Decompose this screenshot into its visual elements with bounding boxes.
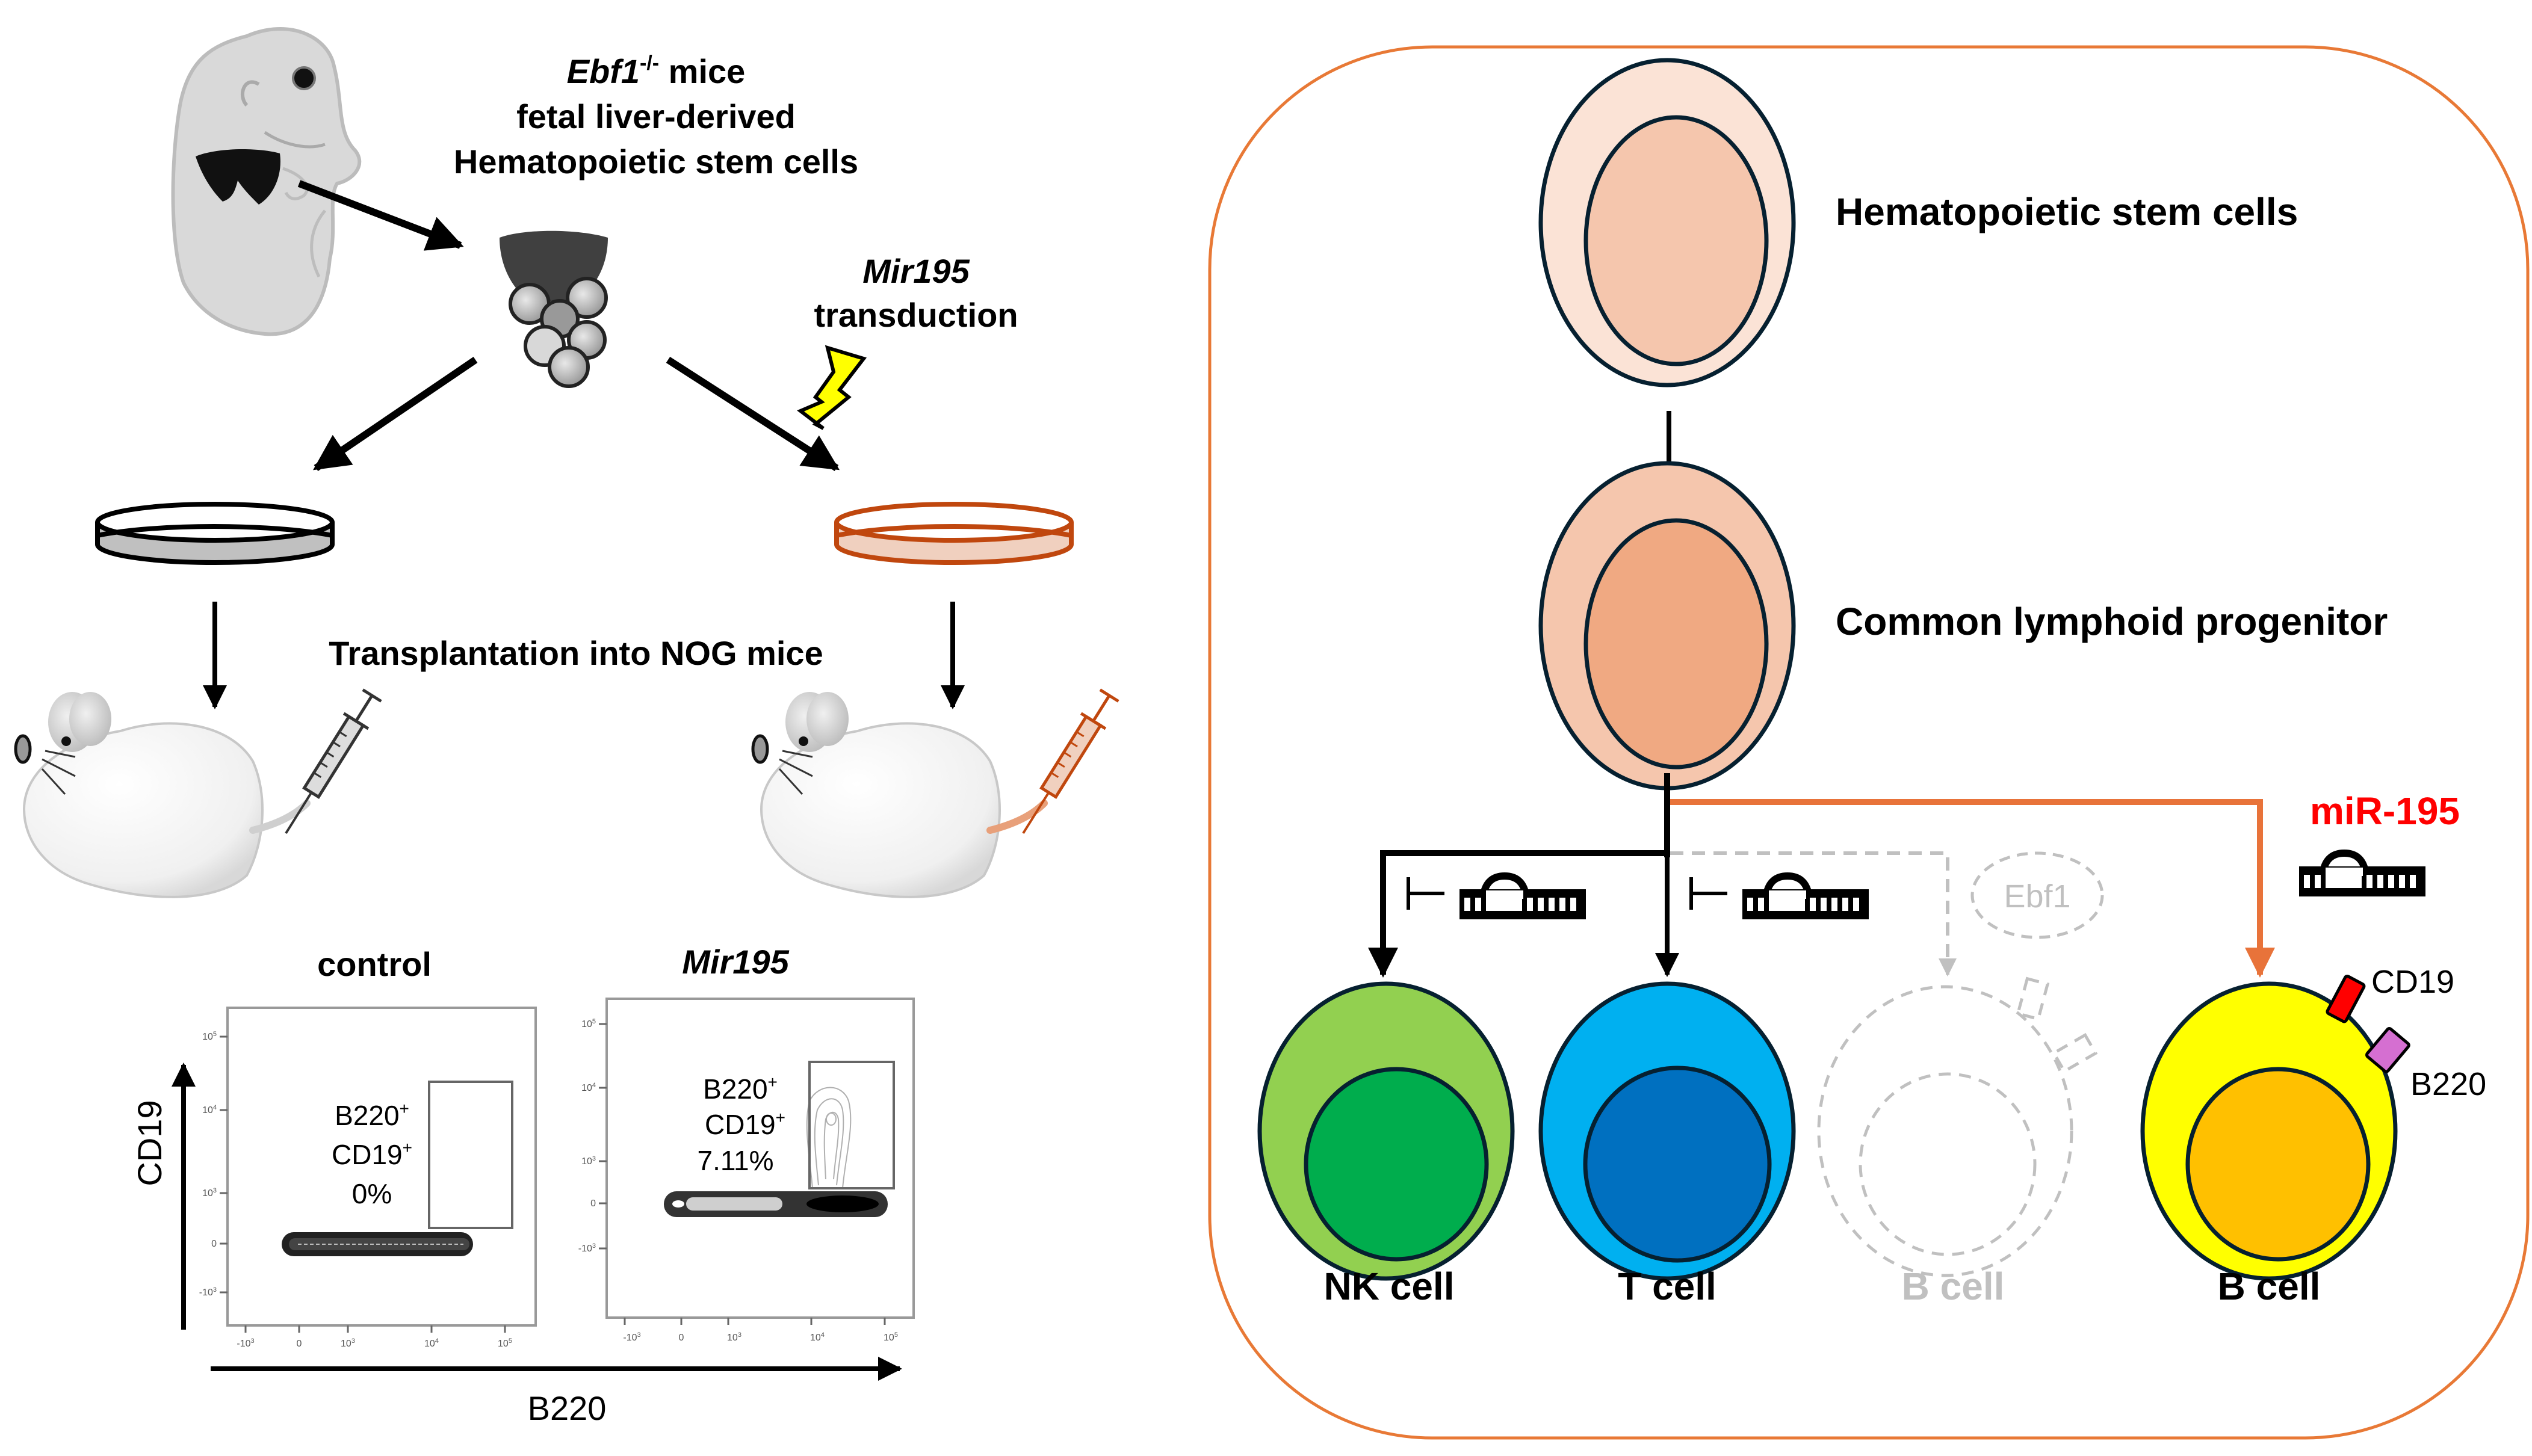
nk-cell-icon — [1257, 981, 1515, 1281]
mirna-hairpin-icon — [1459, 876, 1586, 919]
gate-box — [428, 1081, 513, 1229]
transduction-label-gene: Mir195 — [862, 252, 970, 290]
gate-box — [808, 1061, 895, 1189]
control-syringe-icon — [285, 688, 382, 834]
control-mouse-icon — [14, 692, 311, 898]
arrow-to-b-blocked — [1670, 851, 1957, 976]
transplant-label: Transplantation into NOG mice — [329, 634, 823, 672]
transduction-label-text: transduction — [814, 296, 1018, 334]
arrow-to-b-mir195 — [1670, 799, 2275, 978]
clp-cell-icon — [1538, 461, 1796, 791]
y-tick-label: 0 — [211, 1239, 217, 1249]
y-tick-label: 0 — [590, 1198, 596, 1209]
flow-population-bcell — [806, 1087, 852, 1189]
cd19-axis-label: CD19 — [131, 1100, 169, 1186]
gate-percent-mir195: 7.11% — [697, 1145, 773, 1176]
arrow-to-mir195-dish — [666, 356, 840, 472]
x-tick-label: 0 — [679, 1333, 684, 1343]
mir195-mouse-icon — [751, 692, 1048, 898]
x-tick-label: 103 — [341, 1337, 355, 1349]
b220-label: B220 — [2410, 1066, 2486, 1102]
t-cell-label: T cell — [1618, 1265, 1716, 1308]
b-cell-blocked-icon — [1817, 976, 2098, 1277]
y-tick-label: 104 — [202, 1104, 217, 1115]
x-tick-label: -103 — [237, 1337, 254, 1349]
embryo-icon — [171, 27, 362, 336]
x-tick-label: 104 — [810, 1331, 825, 1343]
hsc-label: Hematopoietic stem cells — [1836, 190, 2298, 233]
arrow-to-control-dish — [313, 357, 478, 471]
x-tick-label: -103 — [623, 1331, 640, 1343]
mirna-label: miR-195 — [2310, 789, 2460, 833]
ebf1-factor-icon — [1970, 851, 2104, 939]
y-tick-label: 103 — [581, 1155, 596, 1167]
mirna-hairpin-icon — [2299, 853, 2425, 896]
inhibition-nk-icon — [1407, 877, 1444, 910]
y-tick-label: 103 — [202, 1187, 217, 1198]
t-cell-icon — [1538, 981, 1796, 1281]
arrow-to-nk — [1368, 850, 1667, 978]
gate-label-cd19: CD19+ — [705, 1108, 785, 1140]
nk-cell-label: NK cell — [1324, 1265, 1455, 1308]
right-panel: Hematopoietic stem cells Common lymphoid… — [1208, 45, 2530, 1440]
flow-population — [664, 1191, 888, 1217]
y-tick-label: -103 — [199, 1286, 217, 1298]
b-cell-blocked-label: B cell — [1902, 1265, 2005, 1308]
gate-percent-control: 0% — [352, 1178, 392, 1209]
mir195-dish-icon — [834, 502, 1074, 565]
plot-title-control: control — [317, 945, 432, 983]
fetal-liver-cells-icon — [500, 230, 608, 388]
clp-label: Common lymphoid progenitor — [1836, 600, 2388, 643]
left-panel: Ebf1-/- mice fetal liver-derived Hematop… — [14, 27, 1119, 1427]
gate-label-b220: B220+ — [703, 1073, 778, 1105]
y-tick-label: 104 — [581, 1082, 596, 1093]
panel-border — [1208, 45, 2530, 1440]
source-label-line1: Ebf1-/- mice — [567, 52, 746, 90]
b-cell-label: B cell — [2218, 1265, 2321, 1308]
inhibition-t-icon — [1689, 877, 1727, 910]
ebf1-label: Ebf1 — [2004, 878, 2070, 915]
plot-title-mir195: Mir195 — [682, 943, 789, 981]
flow-plot-control: 105 104 103 0 -103 -103 0 103 104 105 — [199, 1007, 537, 1349]
gate-label-cd19: CD19+ — [332, 1138, 412, 1170]
flow-plot-mir195: 105 104 103 0 -103 -103 0 103 104 105 — [578, 998, 915, 1343]
y-axis-ticks: 105 104 103 0 -103 — [199, 1031, 228, 1298]
mir195-syringe-icon — [1022, 688, 1119, 834]
lightning-icon — [797, 345, 867, 430]
x-axis-ticks: -103 0 103 104 105 — [623, 1318, 898, 1343]
cd19-marker-icon — [2326, 975, 2366, 1023]
b-cell-icon — [2140, 981, 2398, 1281]
cd19-label: CD19 — [2371, 964, 2454, 1000]
y-tick-label: 105 — [202, 1031, 217, 1042]
arrow-embryo-to-liver — [297, 180, 464, 251]
b220-marker-icon — [2365, 1027, 2410, 1073]
hsc-cell-icon — [1538, 58, 1796, 387]
y-tick-label: -103 — [578, 1242, 596, 1254]
x-tick-label: 104 — [424, 1337, 439, 1349]
control-dish-icon — [95, 502, 335, 565]
source-label-line2: fetal liver-derived — [516, 97, 796, 135]
y-tick-label: 105 — [581, 1018, 596, 1029]
y-axis-ticks: 105 104 103 0 -103 — [578, 1018, 607, 1254]
x-tick-label: 0 — [297, 1339, 302, 1349]
x-tick-label: 105 — [884, 1331, 898, 1343]
source-label-line3: Hematopoietic stem cells — [454, 143, 858, 180]
x-tick-label: 105 — [498, 1337, 512, 1349]
gate-label-b220: B220+ — [335, 1099, 409, 1131]
x-axis-ticks: -103 0 103 104 105 — [237, 1325, 512, 1349]
mirna-hairpin-icon — [1742, 876, 1869, 919]
x-tick-label: 103 — [727, 1331, 741, 1343]
b220-axis-label: B220 — [528, 1389, 607, 1427]
